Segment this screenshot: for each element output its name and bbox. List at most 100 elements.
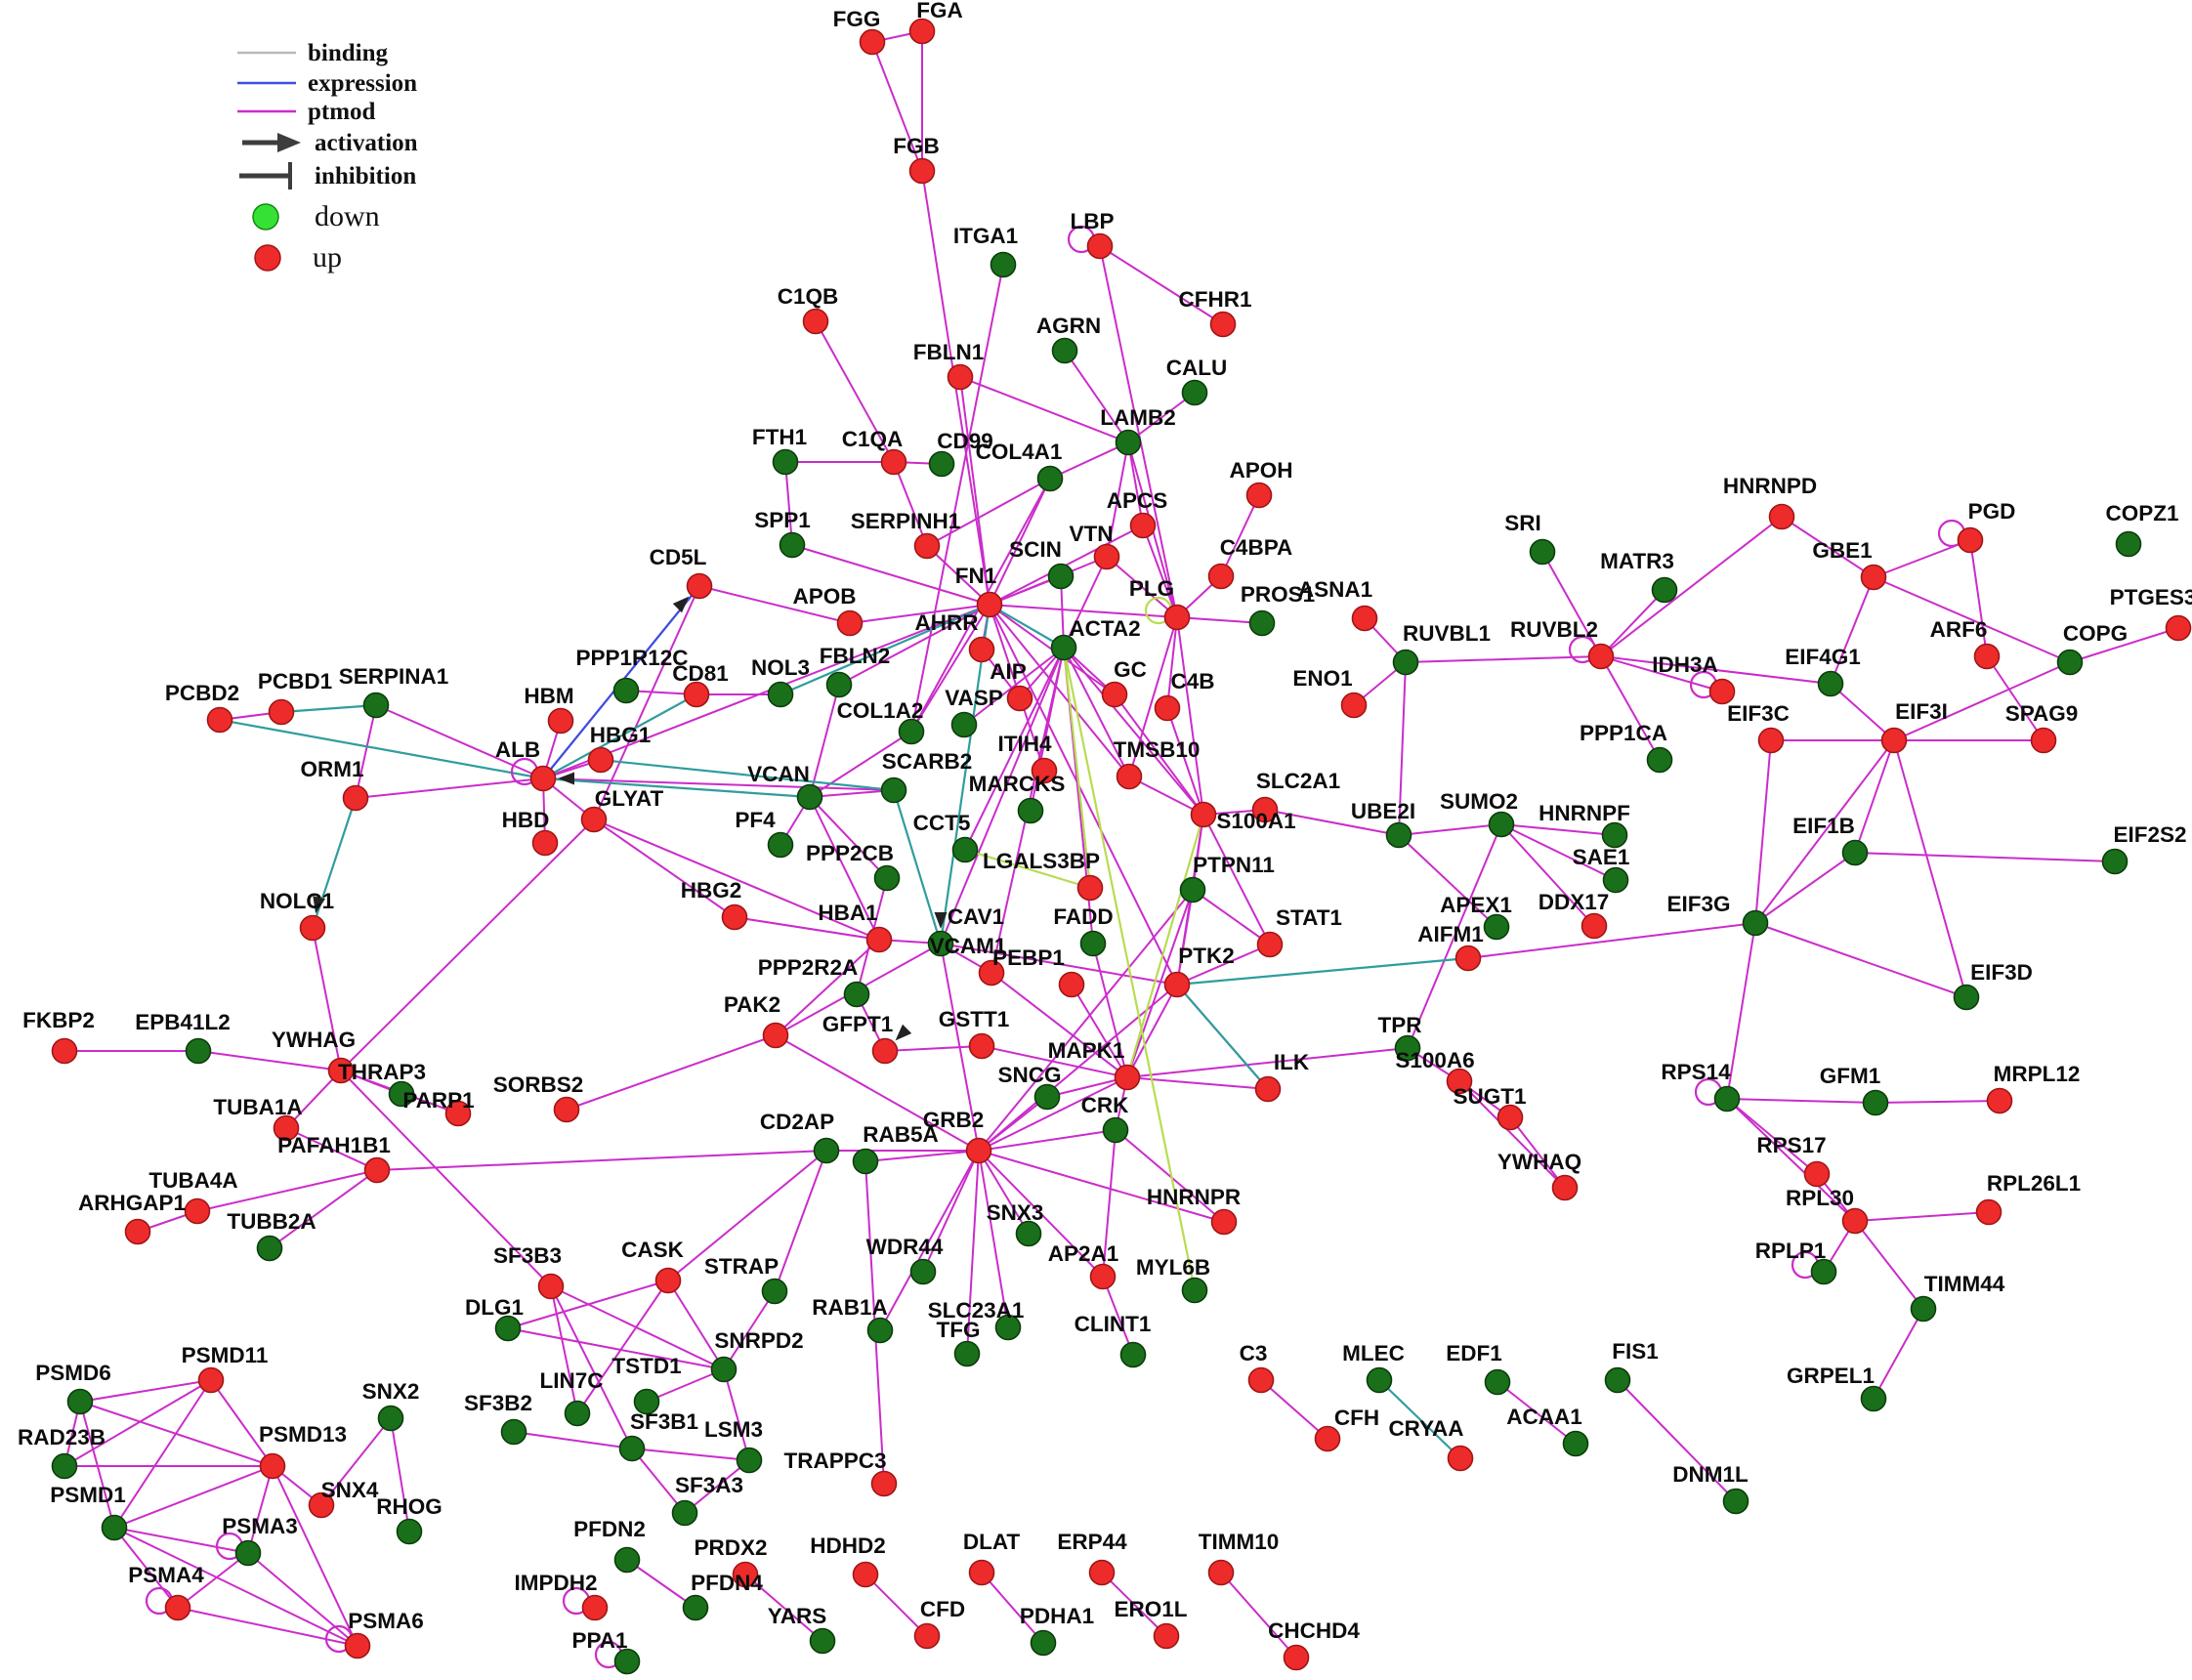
svg-text:VTN: VTN: [1070, 522, 1114, 546]
svg-text:SF3B3: SF3B3: [493, 1243, 562, 1268]
svg-text:CAV1: CAV1: [948, 904, 1004, 929]
svg-text:WDR44: WDR44: [866, 1235, 944, 1259]
svg-text:PPP2CB: PPP2CB: [806, 841, 894, 865]
svg-text:HBG1: HBG1: [590, 723, 652, 747]
svg-text:LBP: LBP: [1071, 209, 1115, 233]
svg-text:SNRPD2: SNRPD2: [714, 1328, 803, 1353]
svg-text:COPG: COPG: [2063, 621, 2128, 646]
svg-text:GFPT1: GFPT1: [822, 1012, 894, 1036]
svg-text:SNX3: SNX3: [987, 1200, 1044, 1225]
svg-text:PFDN2: PFDN2: [573, 1517, 646, 1541]
svg-text:PSMD11: PSMD11: [182, 1343, 269, 1367]
svg-text:PGD: PGD: [1968, 499, 2016, 524]
svg-text:IDH3A: IDH3A: [1652, 652, 1718, 677]
svg-text:SNX4: SNX4: [321, 1478, 379, 1502]
svg-text:PSMA4: PSMA4: [128, 1563, 204, 1587]
svg-text:TUBA1A: TUBA1A: [213, 1095, 302, 1119]
svg-text:RPLP1: RPLP1: [1755, 1239, 1827, 1263]
svg-text:PTPN11: PTPN11: [1193, 853, 1275, 877]
svg-text:FIS1: FIS1: [1612, 1339, 1659, 1364]
svg-text:RUVBL1: RUVBL1: [1403, 621, 1491, 646]
svg-text:COL4A1: COL4A1: [976, 440, 1063, 464]
svg-text:APOB: APOB: [792, 584, 856, 609]
svg-text:HNRNPD: HNRNPD: [1723, 474, 1817, 498]
svg-text:TIMM44: TIMM44: [1924, 1272, 2005, 1296]
svg-text:PCBD1: PCBD1: [258, 669, 332, 693]
svg-text:PPP1R12C: PPP1R12C: [575, 646, 688, 670]
svg-text:FADD: FADD: [1053, 904, 1113, 929]
svg-text:CFH: CFH: [1334, 1406, 1379, 1430]
svg-text:DLG1: DLG1: [465, 1295, 524, 1320]
svg-text:LAMB2: LAMB2: [1100, 405, 1176, 430]
svg-text:VASP: VASP: [945, 686, 1003, 710]
svg-text:TUBB2A: TUBB2A: [227, 1209, 316, 1234]
svg-text:ASNA1: ASNA1: [1298, 577, 1372, 602]
svg-text:GRPEL1: GRPEL1: [1787, 1364, 1875, 1388]
svg-text:EIF3C: EIF3C: [1727, 701, 1790, 726]
svg-text:EIF4G1: EIF4G1: [1785, 645, 1861, 669]
svg-text:RAD23B: RAD23B: [18, 1425, 105, 1449]
svg-text:ILK: ILK: [1274, 1050, 1310, 1074]
svg-text:MLEC: MLEC: [1342, 1341, 1405, 1365]
svg-text:CLINT1: CLINT1: [1075, 1312, 1152, 1336]
svg-text:HNRNPR: HNRNPR: [1147, 1185, 1241, 1209]
svg-text:RUVBL2: RUVBL2: [1510, 617, 1598, 642]
svg-text:EIF1B: EIF1B: [1792, 814, 1855, 838]
svg-text:APEX1: APEX1: [1440, 893, 1512, 917]
svg-text:MAPK1: MAPK1: [1048, 1038, 1125, 1063]
svg-text:SLC23A1: SLC23A1: [928, 1298, 1025, 1323]
svg-text:PDHA1: PDHA1: [1020, 1604, 1094, 1628]
svg-text:PEBP1: PEBP1: [992, 945, 1065, 970]
svg-text:MATR3: MATR3: [1600, 549, 1674, 573]
svg-text:APCS: APCS: [1107, 488, 1168, 513]
svg-text:CCT5: CCT5: [913, 811, 971, 835]
svg-text:PLG: PLG: [1129, 576, 1174, 601]
svg-text:AGRN: AGRN: [1036, 314, 1101, 338]
svg-text:ERO1L: ERO1L: [1114, 1597, 1187, 1621]
svg-text:LGALS3BP: LGALS3BP: [983, 849, 1100, 873]
svg-text:PPP1CA: PPP1CA: [1580, 721, 1667, 745]
svg-text:TSTD1: TSTD1: [611, 1354, 681, 1378]
svg-text:PSMA6: PSMA6: [348, 1609, 424, 1633]
svg-text:CD99: CD99: [937, 429, 993, 453]
svg-text:PAFAH1B1: PAFAH1B1: [277, 1133, 391, 1157]
svg-text:ACTA2: ACTA2: [1069, 616, 1140, 641]
svg-text:TRAPPC3: TRAPPC3: [783, 1449, 886, 1473]
svg-text:NOL3: NOL3: [751, 655, 810, 680]
svg-text:IMPDH2: IMPDH2: [514, 1571, 597, 1595]
svg-text:SUMO2: SUMO2: [1440, 789, 1518, 814]
svg-text:APOH: APOH: [1229, 458, 1292, 483]
svg-text:EIF3G: EIF3G: [1666, 892, 1730, 916]
svg-text:RAB1A: RAB1A: [812, 1295, 888, 1320]
svg-text:DNM1L: DNM1L: [1672, 1462, 1749, 1487]
svg-text:STAT1: STAT1: [1276, 905, 1342, 930]
svg-text:PCBD2: PCBD2: [165, 681, 239, 705]
svg-text:down: down: [315, 200, 380, 232]
svg-text:up: up: [313, 241, 342, 273]
svg-text:GFM1: GFM1: [1820, 1064, 1881, 1088]
svg-text:HBM: HBM: [524, 684, 573, 708]
svg-text:HNRNPF: HNRNPF: [1539, 801, 1630, 825]
svg-text:NOLC1: NOLC1: [260, 889, 334, 913]
svg-text:SERPINH1: SERPINH1: [851, 509, 961, 533]
svg-text:LSM3: LSM3: [704, 1417, 763, 1442]
svg-text:inhibition: inhibition: [315, 163, 416, 189]
svg-text:C1QA: C1QA: [842, 427, 904, 451]
svg-text:S100A6: S100A6: [1395, 1048, 1474, 1072]
svg-text:MRPL12: MRPL12: [1994, 1062, 2081, 1086]
svg-text:YWHAQ: YWHAQ: [1497, 1150, 1581, 1174]
svg-text:PSMD6: PSMD6: [35, 1361, 111, 1385]
svg-text:C3: C3: [1240, 1341, 1268, 1365]
svg-text:GSTT1: GSTT1: [939, 1007, 1010, 1031]
svg-text:PSMA3: PSMA3: [222, 1514, 298, 1538]
svg-text:C1QB: C1QB: [778, 284, 839, 309]
svg-text:COL1A2: COL1A2: [837, 698, 924, 723]
svg-text:TPR: TPR: [1378, 1013, 1422, 1037]
svg-text:VCAN: VCAN: [747, 762, 810, 786]
svg-text:CD81: CD81: [672, 661, 729, 686]
svg-text:SNCG: SNCG: [997, 1063, 1061, 1087]
svg-text:CRK: CRK: [1081, 1093, 1129, 1117]
svg-text:PRDX2: PRDX2: [694, 1535, 767, 1560]
svg-text:FGB: FGB: [893, 134, 940, 158]
svg-text:ACAA1: ACAA1: [1506, 1405, 1582, 1429]
